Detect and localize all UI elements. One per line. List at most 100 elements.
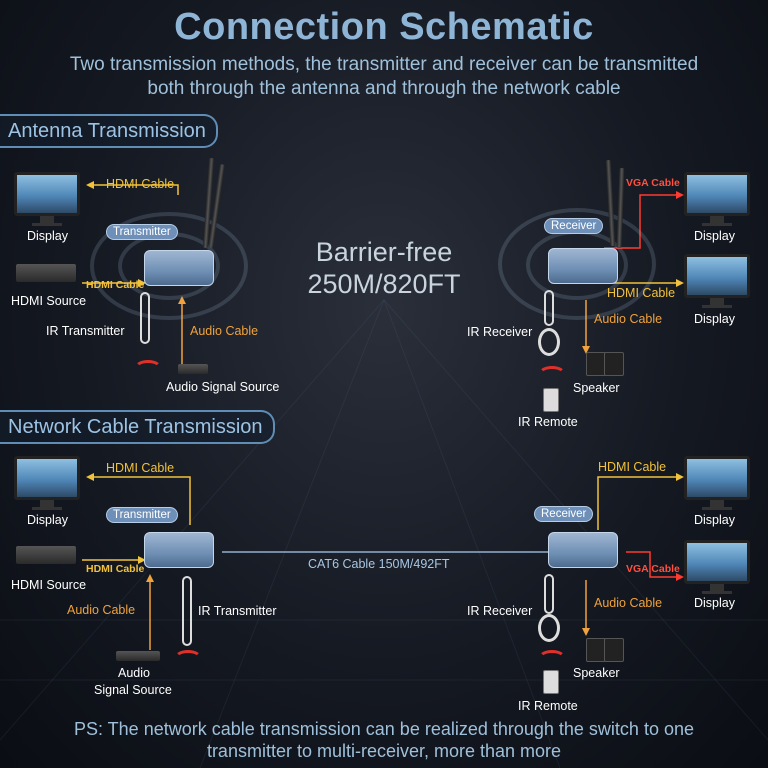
ir-remote-icon [543, 388, 559, 412]
rx-vga-arrow [676, 191, 684, 199]
rx-display-2-monitor [684, 254, 750, 308]
tx-ir-transmitter-label: IR Transmitter [46, 324, 125, 338]
net-receiver-device [548, 532, 618, 568]
ps-line-1: PS: The network cable transmission can b… [73, 719, 694, 739]
net-tx-audio-source-label-2: Signal Source [94, 683, 172, 697]
net-tx-hdmi-out-arrow [86, 473, 94, 481]
ps-note: PS: The network cable transmission can b… [0, 718, 768, 762]
monitor-icon [684, 254, 750, 298]
tx-hdmi-cable-label: HDMI Cable [106, 177, 175, 191]
audio-source-box-icon [178, 364, 208, 374]
page-title: Connection Schematic [174, 6, 594, 48]
subtitle-line-1: Two transmission methods, the transmitte… [69, 54, 699, 75]
tx-hdmi-out-line [90, 184, 179, 195]
net-tx-hdmi-cable-small-label: HDMI Cable [86, 563, 145, 575]
receiver-device [548, 248, 618, 284]
net-rx-vga-cable-label: VGA Cable [626, 563, 680, 575]
ir-signal-wave-icon [538, 650, 566, 667]
net-ir-transmitter-cable-icon [182, 576, 192, 646]
net-tx-audio-cable-label: Audio Cable [67, 603, 136, 617]
ir-receiver-cable-icon [544, 290, 554, 326]
rx-ir-remote-label: IR Remote [518, 415, 578, 429]
rx-signal-ring [498, 208, 656, 320]
tx-signal-ring [90, 212, 248, 320]
net-rx-audio-cable-label: Audio Cable [594, 596, 663, 610]
net-rx-ir-receiver-label: IR Receiver [467, 604, 533, 618]
net-speaker-left-icon [586, 638, 606, 662]
rx-speaker-label: Speaker [573, 381, 620, 395]
net-rx-display-1-monitor [684, 456, 750, 510]
tx-hdmi-out-arrow [86, 181, 94, 189]
ir-receiver-loop-icon [538, 328, 560, 356]
monitor-icon [14, 456, 80, 500]
net-rx-vga-line [626, 551, 680, 578]
rx-vga-cable-label: VGA Cable [626, 177, 680, 189]
hdmi-source-box-icon [16, 264, 76, 282]
net-rx-speaker-label: Speaker [573, 666, 620, 680]
tx-hdmi-cable-small-label: HDMI Cable [86, 279, 145, 291]
rx-display-2-label: Display [694, 312, 735, 326]
tx-display-monitor [14, 172, 80, 226]
net-rx-display-2-label: Display [694, 596, 735, 610]
rx-display-1-monitor [684, 172, 750, 226]
net-transmitter-device [144, 532, 214, 568]
rx-hdmi-arrow [676, 279, 684, 287]
net-rx-ir-remote-label: IR Remote [518, 699, 578, 713]
net-audio-source-box-icon [116, 651, 160, 661]
net-tx-ir-transmitter-label: IR Transmitter [198, 604, 277, 618]
net-speaker-right-icon [604, 638, 624, 662]
net-rx-hdmi-arrow [676, 473, 684, 481]
net-tx-audio-arrow [146, 574, 154, 582]
monitor-icon [684, 172, 750, 216]
tx-hdmi-source-label: HDMI Source [11, 294, 87, 308]
net-rx-vga-arrow [676, 573, 684, 581]
receiver-tag: Receiver [544, 218, 604, 234]
ir-signal-wave-icon [538, 366, 566, 383]
ir-signal-wave-icon [174, 650, 202, 667]
ir-signal-wave-icon [134, 360, 162, 377]
tx-audio-source-label: Audio Signal Source [166, 380, 280, 394]
net-rx-hdmi-cable-label: HDMI Cable [598, 460, 667, 474]
net-tx-audio-source-label-1: Audio [118, 666, 150, 680]
rx-ir-receiver-label: IR Receiver [467, 325, 533, 339]
net-tx-display-monitor [14, 456, 80, 510]
net-tx-display-label: Display [27, 513, 68, 527]
net-ir-receiver-loop-icon [538, 614, 560, 642]
net-tx-hdmi-cable-label: HDMI Cable [106, 461, 175, 475]
net-ir-remote-icon [543, 670, 559, 694]
net-transmitter-tag: Transmitter [106, 507, 178, 523]
tx-audio-cable-label: Audio Cable [190, 324, 259, 338]
barrier-free-line-2: 250M/820FT [307, 269, 461, 299]
speaker-left-icon [586, 352, 606, 376]
subtitle-line-2: both through the antenna and through the… [147, 78, 621, 99]
monitor-icon [684, 456, 750, 500]
speaker-right-icon [604, 352, 624, 376]
net-hdmi-source-box-icon [16, 546, 76, 564]
barrier-free-text: Barrier-free 250M/820FT [284, 236, 484, 300]
network-section-heading: Network Cable Transmission [0, 410, 275, 444]
ir-transmitter-cable-icon [140, 292, 150, 344]
monitor-icon [14, 172, 80, 216]
ps-line-2: transmitter to multi-receiver, more than… [206, 741, 562, 761]
transmitter-tag: Transmitter [106, 224, 178, 240]
net-tx-hdmi-source-label: HDMI Source [11, 578, 87, 592]
antenna-section-heading: Antenna Transmission [0, 114, 218, 148]
rx-audio-cable-label: Audio Cable [594, 312, 663, 326]
rx-display-1-label: Display [694, 229, 735, 243]
transmitter-device [144, 250, 214, 286]
tx-display-label: Display [27, 229, 68, 243]
net-receiver-tag: Receiver [534, 506, 594, 522]
net-rx-display-1-label: Display [694, 513, 735, 527]
net-tx-hdmi-out-line [90, 476, 191, 525]
rx-audio-arrow [582, 346, 590, 354]
cat6-cable-label: CAT6 Cable 150M/492FT [308, 557, 450, 571]
rx-hdmi-cable-label: HDMI Cable [607, 286, 676, 300]
net-ir-receiver-cable-icon [544, 574, 554, 614]
net-tx-hdmi-in-arrow [138, 556, 146, 564]
monitor-icon [684, 540, 750, 584]
net-rx-hdmi-line [597, 476, 680, 530]
net-rx-audio-arrow [582, 628, 590, 636]
net-rx-display-2-monitor [684, 540, 750, 594]
subtitle: Two transmission methods, the transmitte… [0, 53, 768, 101]
